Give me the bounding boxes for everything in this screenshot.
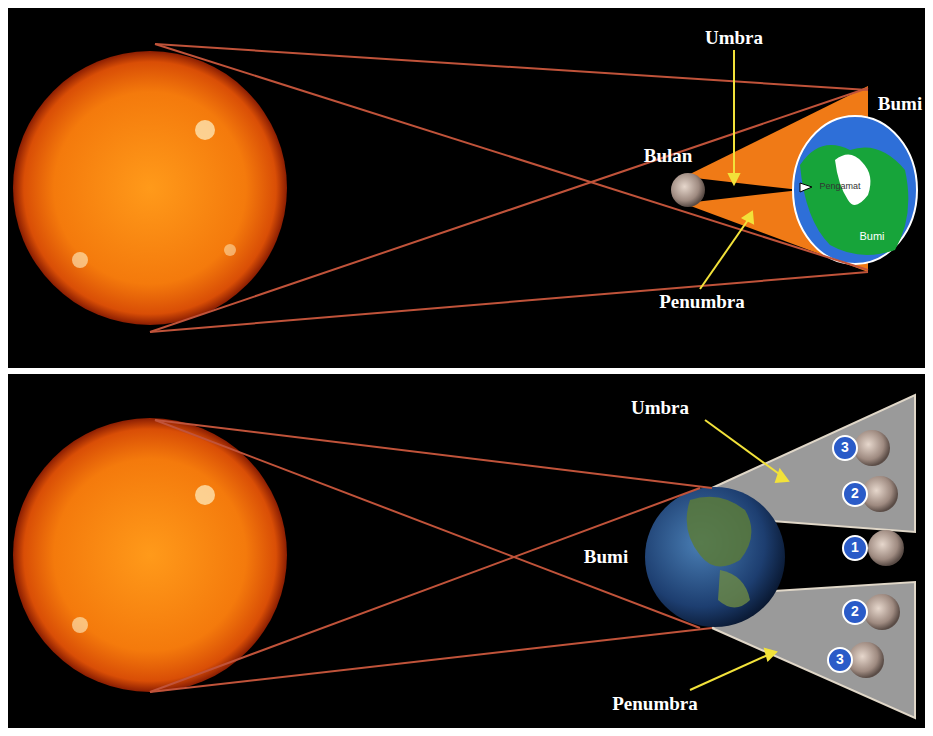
body-label: Bumi bbox=[878, 94, 922, 115]
observer-label: Pengamat bbox=[819, 182, 860, 192]
callout-number: 2 bbox=[851, 604, 859, 619]
body-label: Bulan bbox=[644, 146, 693, 167]
callout-number: 3 bbox=[836, 652, 844, 667]
region-label: Umbra bbox=[631, 398, 689, 419]
region-label: Penumbra bbox=[612, 694, 698, 715]
region-label: Penumbra bbox=[659, 292, 745, 313]
callout-number: 3 bbox=[841, 440, 849, 455]
callout-number: 1 bbox=[851, 540, 859, 555]
callout-number: 2 bbox=[851, 486, 859, 501]
body-label: Bumi bbox=[584, 547, 628, 568]
region-label: Umbra bbox=[705, 28, 763, 49]
map-label: Bumi bbox=[859, 230, 884, 242]
